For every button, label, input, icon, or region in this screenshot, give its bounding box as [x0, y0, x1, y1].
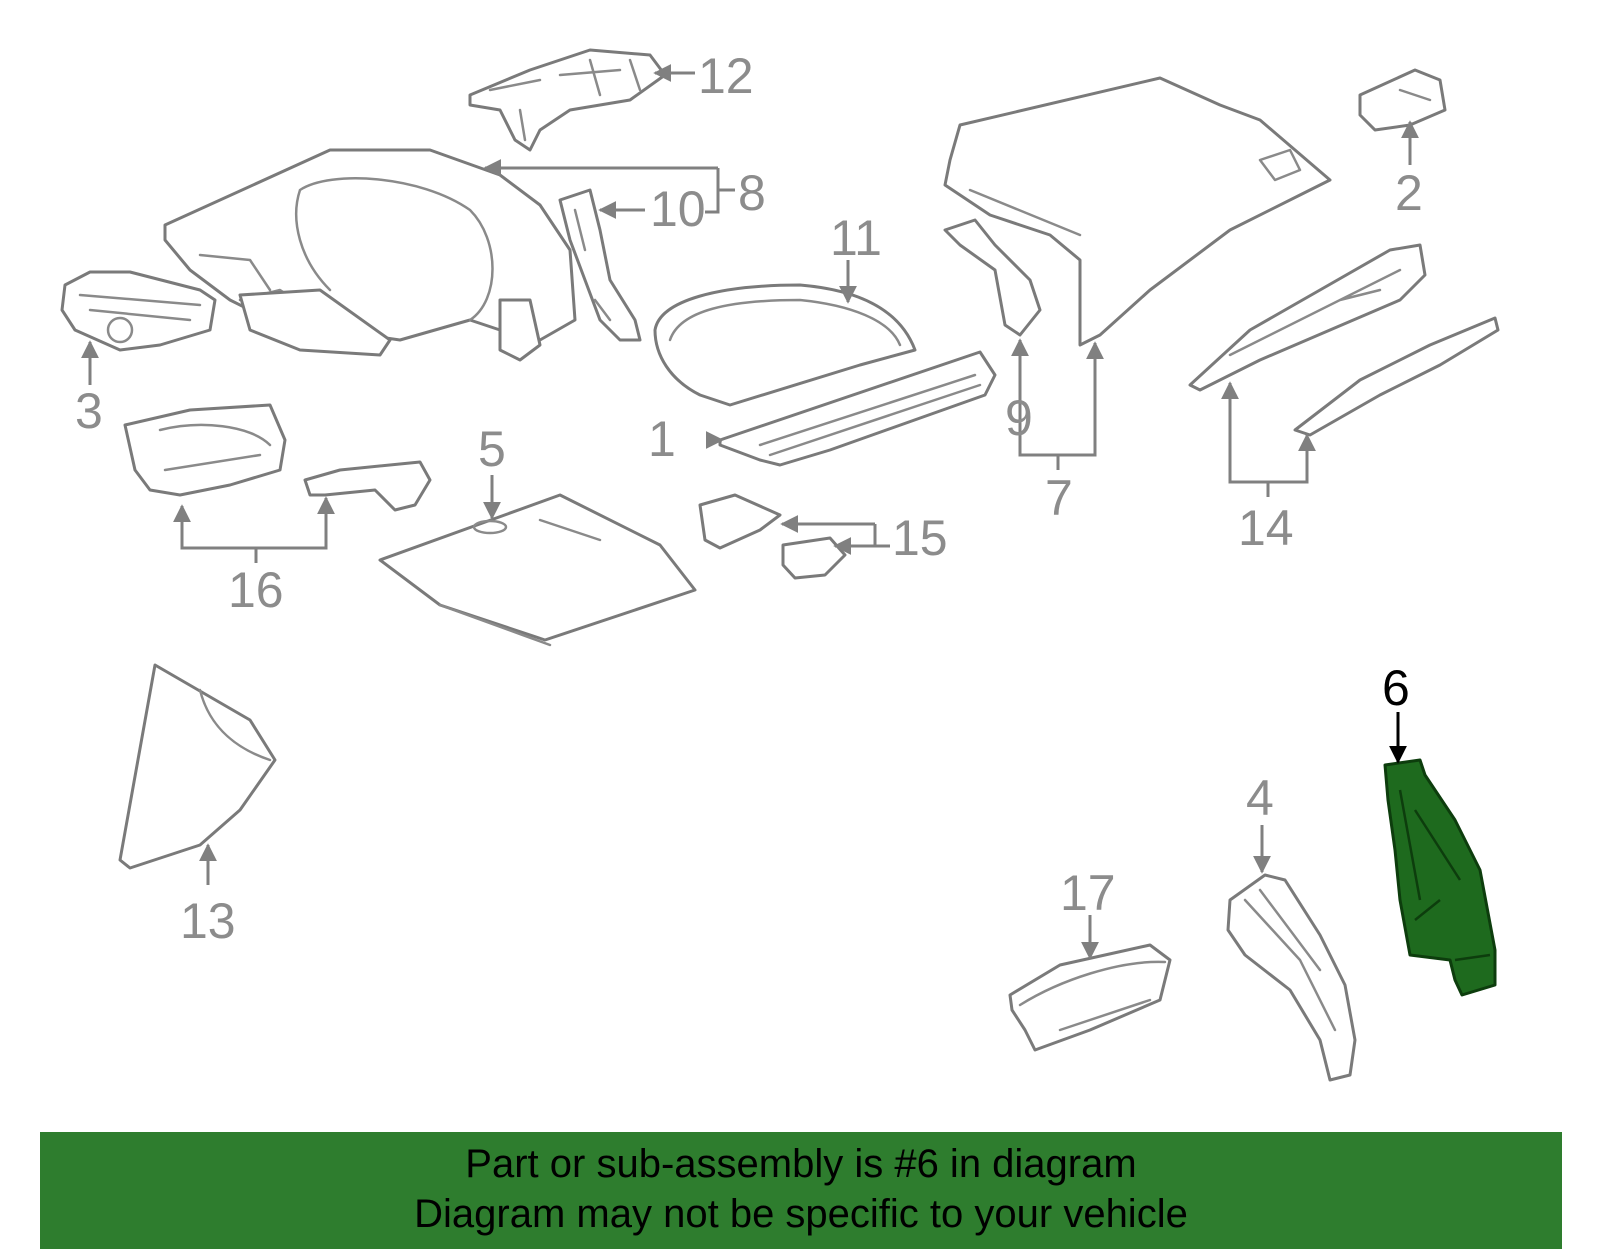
part-5-panel	[378, 493, 697, 647]
part-3-vent	[60, 270, 217, 352]
callout-5: 5	[478, 421, 506, 477]
part-16-trim	[123, 403, 432, 512]
part-12-bracket	[468, 48, 667, 152]
info-banner: Part or sub-assembly is #6 in diagram Di…	[40, 1132, 1562, 1249]
part-10-brace	[558, 188, 642, 342]
part-13-cover	[118, 663, 277, 870]
callout-3: 3	[75, 383, 103, 439]
part-15-clips	[698, 493, 847, 580]
callout-7: 7	[1045, 470, 1073, 526]
callout-11: 11	[830, 210, 882, 266]
callout-9: 9	[1005, 390, 1033, 446]
callout-12: 12	[698, 48, 754, 104]
callout-16: 16	[228, 562, 284, 618]
callout-2: 2	[1395, 165, 1423, 221]
banner-line-2: Diagram may not be specific to your vehi…	[414, 1192, 1188, 1236]
callout-8: 8	[738, 165, 766, 221]
callout-17: 17	[1060, 865, 1116, 921]
part-11-pad	[653, 283, 917, 407]
part-7-dash-right	[943, 76, 1332, 347]
part-8-dash-upper	[163, 148, 577, 362]
callout-14: 14	[1238, 500, 1294, 556]
banner-line-1: Part or sub-assembly is #6 in diagram	[465, 1142, 1137, 1186]
parts-diagram: 1 2 3 4 5 6 7 8 9 10 11 12 13 14 15 16 1…	[60, 48, 1500, 1082]
part-4-bracket	[1226, 873, 1357, 1082]
part-1-vent	[718, 350, 997, 467]
callout-13: 13	[180, 893, 236, 949]
callout-15: 15	[892, 510, 948, 566]
callout-6: 6	[1382, 660, 1410, 716]
leader-lines	[81, 64, 1419, 960]
part-17-airbag	[1008, 943, 1172, 1052]
callout-1: 1	[648, 411, 676, 467]
callout-10: 10	[650, 181, 706, 237]
part-9-brace	[943, 218, 1042, 337]
part-6-highlighted	[1383, 758, 1497, 997]
callout-4: 4	[1246, 770, 1274, 826]
part-14-trim	[1188, 243, 1500, 437]
part-2-vent	[1358, 68, 1447, 132]
